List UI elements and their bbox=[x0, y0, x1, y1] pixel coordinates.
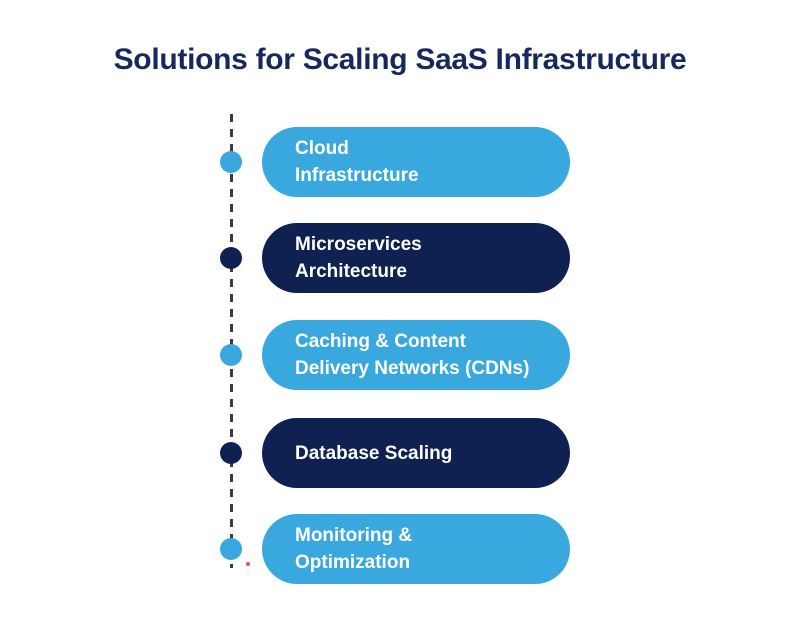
solution-pill: Database Scaling bbox=[262, 418, 570, 488]
stray-pink-dot bbox=[246, 562, 250, 566]
solution-label: Monitoring & Optimization bbox=[295, 525, 413, 573]
timeline-item-database-scaling: Database Scaling bbox=[0, 418, 800, 488]
timeline-item-caching-cdns: Caching & Content Delivery Networks (CDN… bbox=[0, 320, 800, 390]
timeline-dashed-line bbox=[230, 114, 233, 568]
timeline-dot bbox=[220, 344, 242, 366]
timeline-dot bbox=[220, 247, 242, 269]
solution-pill: Cloud Infrastructure bbox=[262, 127, 570, 197]
solution-label: Caching & Content Delivery Networks (CDN… bbox=[295, 331, 530, 379]
timeline-item-cloud-infrastructure: Cloud Infrastructure bbox=[0, 127, 800, 197]
timeline-item-microservices-architecture: Microservices Architecture bbox=[0, 223, 800, 293]
solution-pill: Monitoring & Optimization bbox=[262, 514, 570, 584]
timeline-item-monitoring-optimization: Monitoring & Optimization bbox=[0, 514, 800, 584]
solution-label: Cloud Infrastructure bbox=[295, 138, 419, 186]
timeline-dot bbox=[220, 442, 242, 464]
page-title: Solutions for Scaling SaaS Infrastructur… bbox=[113, 43, 687, 76]
solution-pill: Microservices Architecture bbox=[262, 223, 570, 293]
solution-label: Microservices Architecture bbox=[295, 234, 422, 282]
solution-label: Database Scaling bbox=[295, 442, 453, 464]
timeline-dot bbox=[220, 538, 242, 560]
timeline-dot bbox=[220, 151, 242, 173]
solution-pill: Caching & Content Delivery Networks (CDN… bbox=[262, 320, 570, 390]
